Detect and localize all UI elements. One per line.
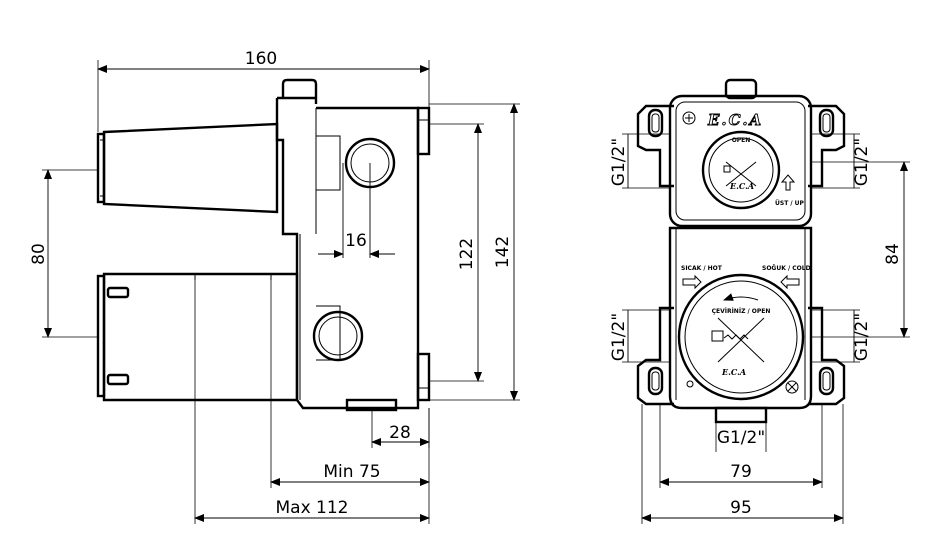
upper-knob: OPEN E.C.A xyxy=(701,130,781,210)
cold-label: SOĞUK / COLD xyxy=(762,265,811,272)
thread-bottom-label: G1/2" xyxy=(717,428,765,448)
mounting-bracket-right xyxy=(808,104,846,406)
hot-arrow-icon xyxy=(682,274,702,290)
screw-icon xyxy=(682,111,696,125)
logo-top: E.C.A xyxy=(707,111,763,129)
dim-84-label: 84 xyxy=(883,243,903,265)
dim-160-label: 160 xyxy=(245,49,277,69)
dim-28-label: 28 xyxy=(389,423,411,443)
thread-top-left-label: G1/2" xyxy=(609,138,629,186)
dim-122-label: 122 xyxy=(457,238,477,270)
bottom-outlet xyxy=(714,406,768,424)
thread-bottom-left-label: G1/2" xyxy=(609,313,629,361)
front-view: E.C.A OPEN E.C.A ÜST / UP SICAK / HOT SO… xyxy=(609,78,910,524)
lower-knob: ÇEVİRİNİZ / OPEN E.C.A xyxy=(677,273,805,401)
screw-icon xyxy=(785,380,799,394)
hot-label: SICAK / HOT xyxy=(681,265,723,272)
logo-small-top: E.C.A xyxy=(729,181,754,191)
dim-79-label: 79 xyxy=(730,462,752,482)
dim-95-label: 95 xyxy=(730,498,752,518)
top-nub xyxy=(724,78,758,100)
cartridge-top xyxy=(96,122,279,214)
dim-80-label: 80 xyxy=(29,243,49,265)
up-arrow-icon xyxy=(780,174,796,191)
cartridge-bottom xyxy=(96,272,299,402)
cold-arrow-icon xyxy=(780,274,800,290)
dim-max112-label: Max 112 xyxy=(276,498,349,518)
outlet-top: 16 xyxy=(318,137,396,258)
turn-open-label: ÇEVİRİNİZ / OPEN xyxy=(712,308,771,315)
dim-min75-label: Min 75 xyxy=(323,462,380,482)
mounting-bracket-left xyxy=(636,104,674,406)
up-label: ÜST / UP xyxy=(775,200,805,207)
side-view: 160 16 xyxy=(29,49,520,524)
outlet-bottom xyxy=(312,310,364,362)
open-label-top: OPEN xyxy=(732,137,751,144)
logo-small-bottom: E.C.A xyxy=(721,367,746,377)
lower-housing xyxy=(668,226,813,410)
dim-16-label: 16 xyxy=(345,231,367,251)
upper-housing xyxy=(668,94,813,228)
dim-142-label: 142 xyxy=(493,236,513,268)
